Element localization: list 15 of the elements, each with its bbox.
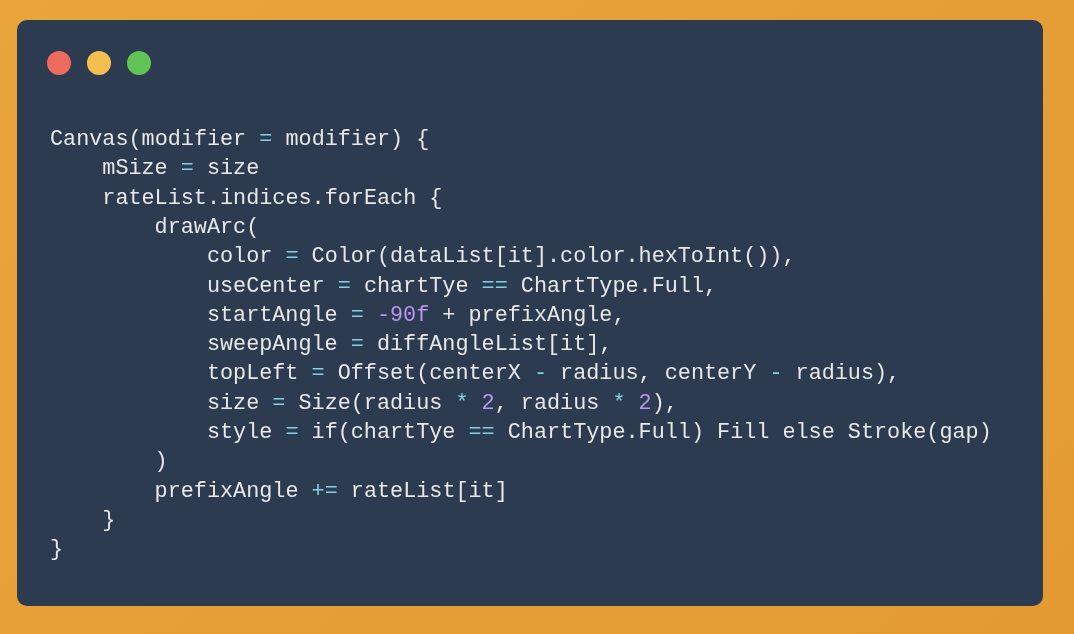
code-line: } [102,506,116,535]
code-line: sweepAngle = diffAngleList[it], [206,331,613,360]
code-line: mSize = size [102,155,260,184]
code-line: drawArc( [154,213,260,242]
code-line: color = Color(dataList[it].color.hexToInt()), [206,243,796,272]
code-line: } [50,536,64,565]
code-line: Canvas(modifier = modifier) { [50,126,430,154]
code-line: topLeft = Offset(centerX - radius, centerY - radius), [206,360,901,389]
code-line: style = if(chartTye == ChartType.Full) Fill else Stroke(gap) [206,419,992,447]
code-line: size = Size(radius * 2, radius * 2), [206,389,678,418]
code-line: prefixAngle += rateList[it] [154,477,508,506]
code-line: startAngle = -90f + prefixAngle, [206,301,626,330]
code-line: ) [154,448,168,477]
code-line: rateList.indices.forEach { [102,184,443,213]
code-line: useCenter = chartTye == ChartType.Full, [206,272,718,301]
